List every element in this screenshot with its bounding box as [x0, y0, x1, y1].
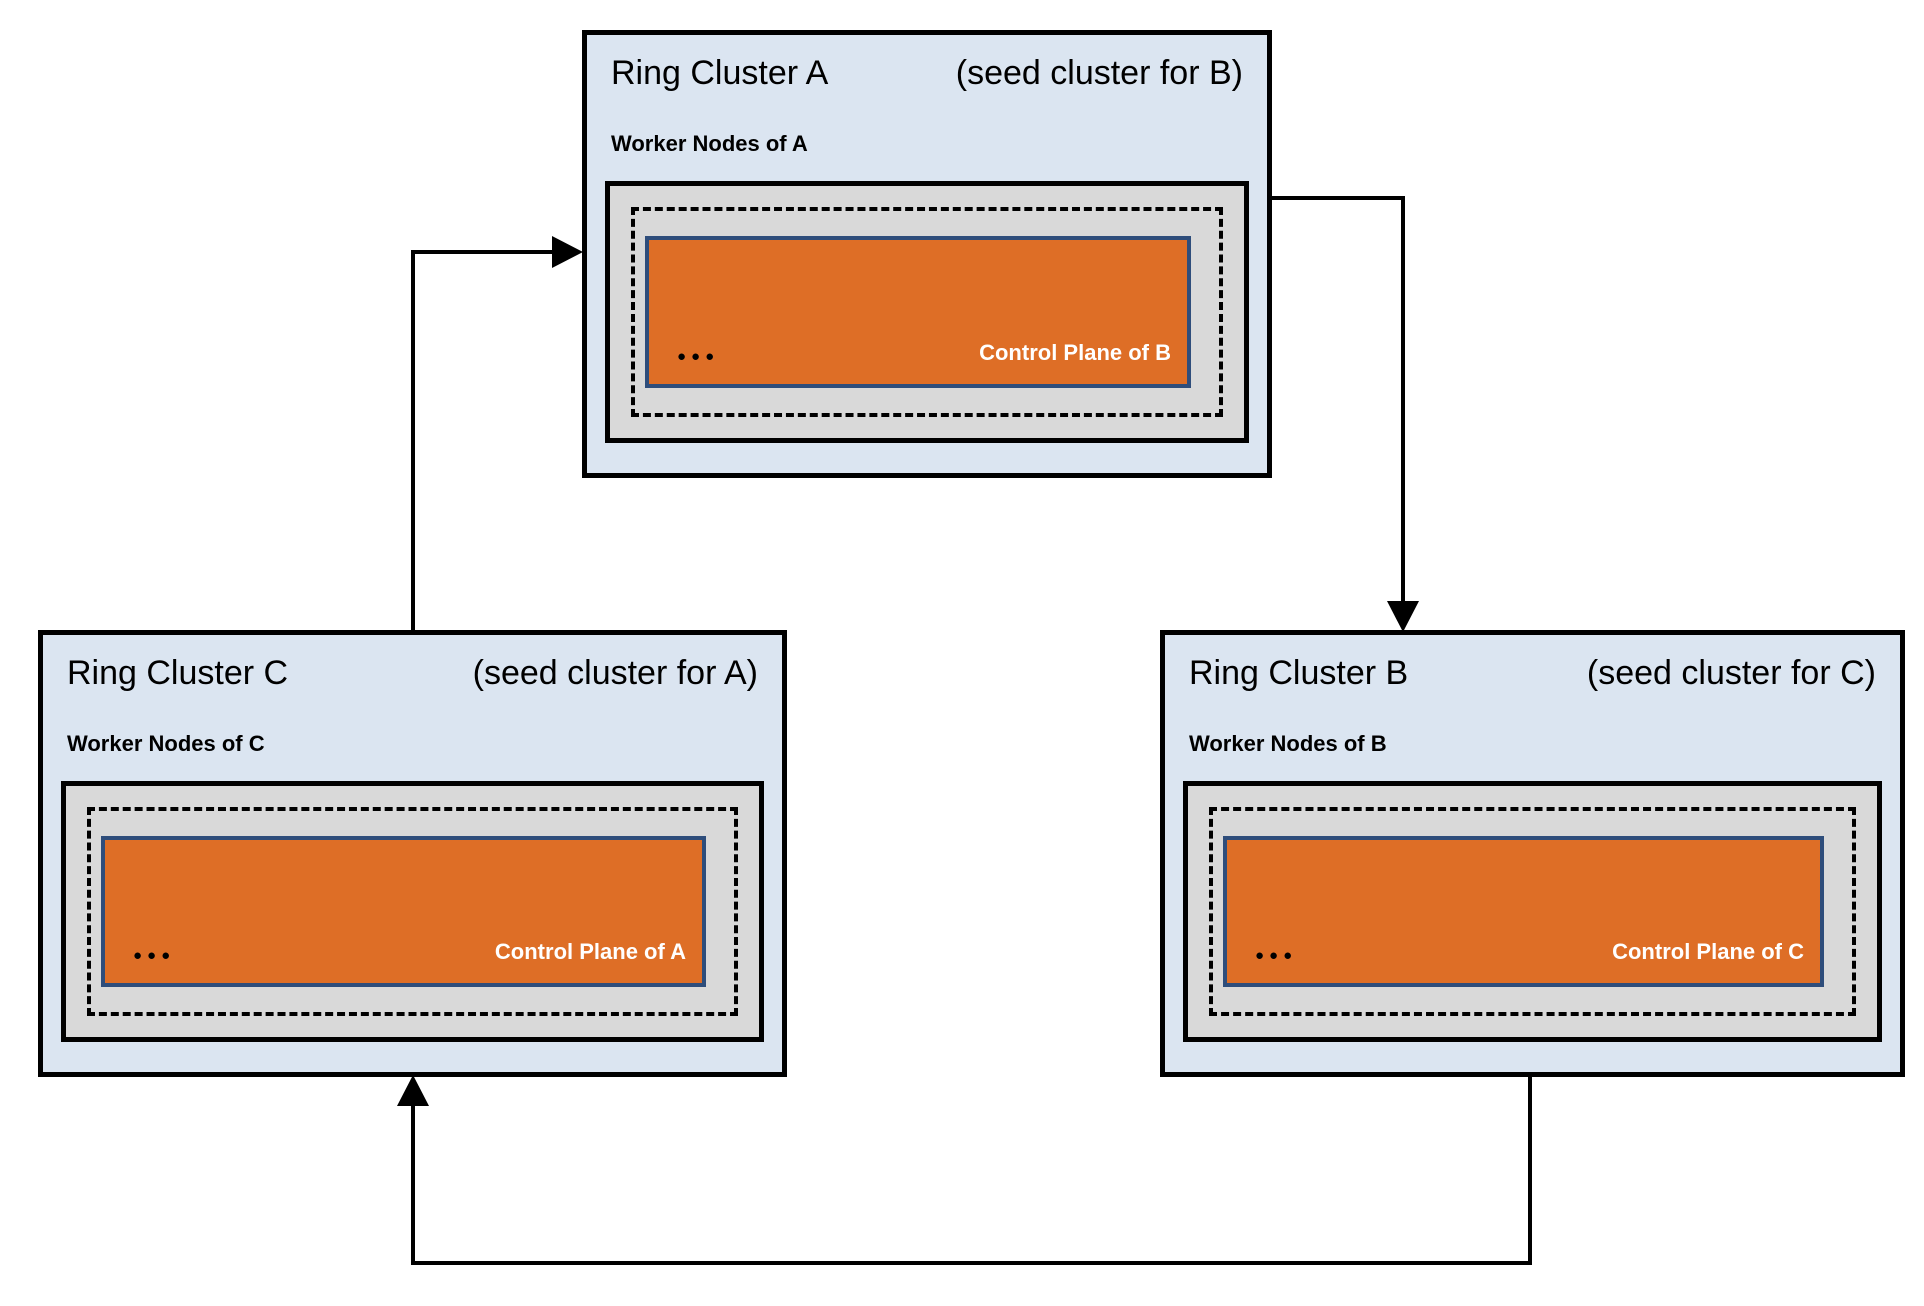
control-plane-of-c-box: ●●● Control Plane of C — [1223, 835, 1824, 987]
control-plane-of-c-label: Control Plane of C — [1612, 939, 1804, 964]
cluster-c-header: Ring Cluster C (seed cluster for A) — [67, 653, 758, 694]
cluster-c-worker-label: Worker Nodes of C — [67, 731, 265, 757]
cluster-c-seed-note: (seed cluster for A) — [472, 654, 758, 692]
cluster-a-title: Ring Cluster A — [611, 54, 829, 92]
cluster-a-worker-label: Worker Nodes of A — [611, 131, 808, 157]
cluster-b-worker-nodes-box: ●●● Control Plane of C — [1183, 780, 1882, 1042]
arrow-b-to-c-arrowhead-icon — [397, 1075, 429, 1106]
control-plane-of-a-label: Control Plane of A — [494, 939, 686, 964]
arrow-c-to-a-arrowhead-icon — [552, 236, 583, 268]
arrow-c-to-a-horizontal-line — [411, 250, 553, 254]
arrow-a-to-b-arrowhead-icon — [1387, 601, 1419, 632]
more-nodes-ellipsis: ●●● — [1255, 947, 1298, 964]
cluster-b-title: Ring Cluster B — [1189, 654, 1409, 692]
cluster-c-box: Ring Cluster C (seed cluster for A) Work… — [38, 630, 787, 1077]
cluster-a-dashed-boundary: ●●● Control Plane of B — [631, 206, 1223, 417]
cluster-b-header: Ring Cluster B (seed cluster for C) — [1189, 653, 1876, 694]
arrow-c-to-a-vertical-line — [411, 252, 415, 634]
cluster-b-box: Ring Cluster B (seed cluster for C) Work… — [1160, 630, 1905, 1077]
cluster-b-worker-label: Worker Nodes of B — [1189, 731, 1387, 757]
cluster-a-worker-nodes-box: ●●● Control Plane of B — [605, 180, 1249, 443]
cluster-b-dashed-boundary: ●●● Control Plane of C — [1209, 806, 1856, 1016]
cluster-c-dashed-boundary: ●●● Control Plane of A — [87, 806, 738, 1016]
arrow-b-to-c-ascent-line — [411, 1106, 415, 1265]
arrow-b-to-c-descent-line — [1528, 1075, 1532, 1265]
cluster-c-title: Ring Cluster C — [67, 654, 289, 692]
cluster-a-header: Ring Cluster A (seed cluster for B) — [611, 53, 1243, 94]
control-plane-of-a-box: ●●● Control Plane of A — [101, 835, 706, 987]
more-nodes-ellipsis: ●●● — [133, 947, 176, 964]
arrow-b-to-c-bottom-line — [411, 1261, 1532, 1265]
cluster-c-worker-nodes-box: ●●● Control Plane of A — [61, 780, 764, 1042]
cluster-b-seed-note: (seed cluster for C) — [1586, 654, 1876, 692]
cluster-a-box: Ring Cluster A (seed cluster for B) Work… — [582, 30, 1272, 478]
control-plane-of-b-box: ●●● Control Plane of B — [645, 235, 1191, 388]
arrow-a-to-b-vertical-line — [1401, 196, 1405, 602]
cluster-a-seed-note: (seed cluster for B) — [955, 54, 1243, 92]
more-nodes-ellipsis: ●●● — [677, 348, 720, 365]
control-plane-of-b-label: Control Plane of B — [979, 340, 1171, 365]
arrow-a-to-b-horizontal-line — [1272, 196, 1405, 200]
